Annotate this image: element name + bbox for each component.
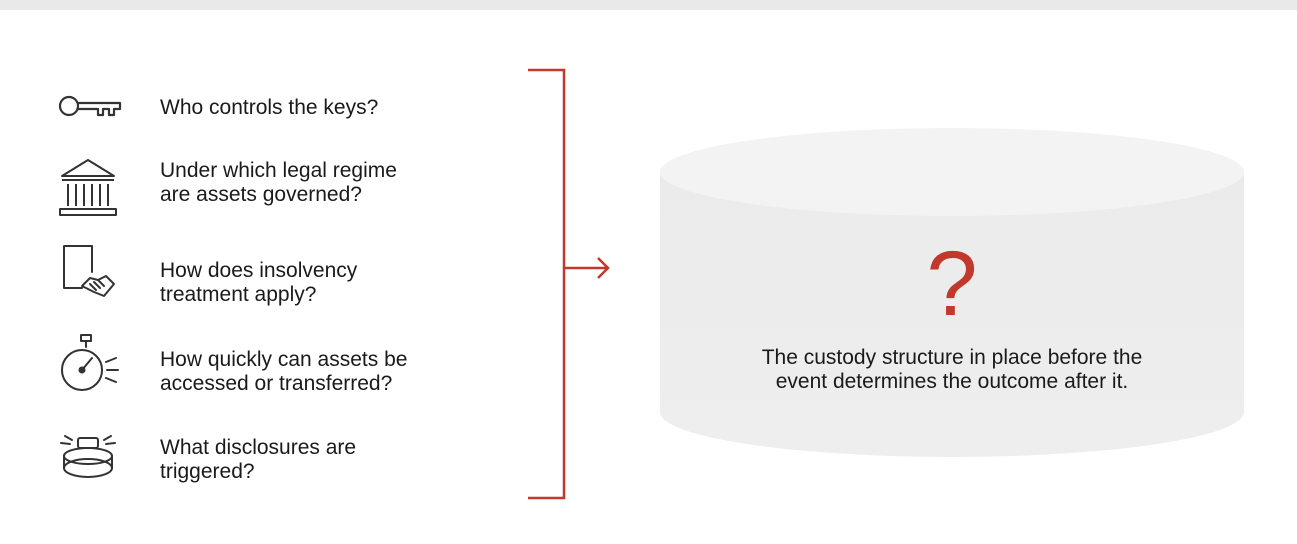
question-text: What disclosures are triggered?: [160, 436, 357, 483]
question-text: How quickly can assets be accessed or tr…: [160, 348, 408, 395]
stopwatch-icon: [61, 334, 119, 391]
question-item-insolvency: How does insolvency treatment apply?: [0, 236, 460, 306]
question-text: Who controls the keys?: [160, 96, 379, 119]
cylinder-body: [660, 172, 1244, 457]
handshake-document-icon: [63, 245, 115, 297]
grouping-bracket: [528, 68, 610, 500]
alarm-button-icon: [60, 435, 116, 478]
question-item-keys: Who controls the keys?: [0, 78, 460, 138]
question-text: Under which legal regime are assets gove…: [160, 159, 397, 206]
diagram-canvas: Who controls the keys? Under which legal…: [0, 10, 1297, 544]
unknown-outcome-symbol: ?: [926, 233, 978, 335]
question-item-access-speed: How quickly can assets be accessed or tr…: [0, 332, 460, 402]
question-item-disclosures: What disclosures are triggered?: [0, 422, 460, 492]
key-icon: [58, 95, 122, 117]
outcome-cylinder: [660, 128, 1244, 457]
bank-building-icon: [59, 159, 117, 216]
question-item-legal-regime: Under which legal regime are assets gove…: [0, 150, 460, 220]
outcome-caption: The custody structure in place before th…: [761, 346, 1143, 393]
cylinder-top: [660, 128, 1244, 216]
arrow-head-icon: [597, 257, 610, 279]
question-text: How does insolvency treatment apply?: [160, 259, 358, 306]
